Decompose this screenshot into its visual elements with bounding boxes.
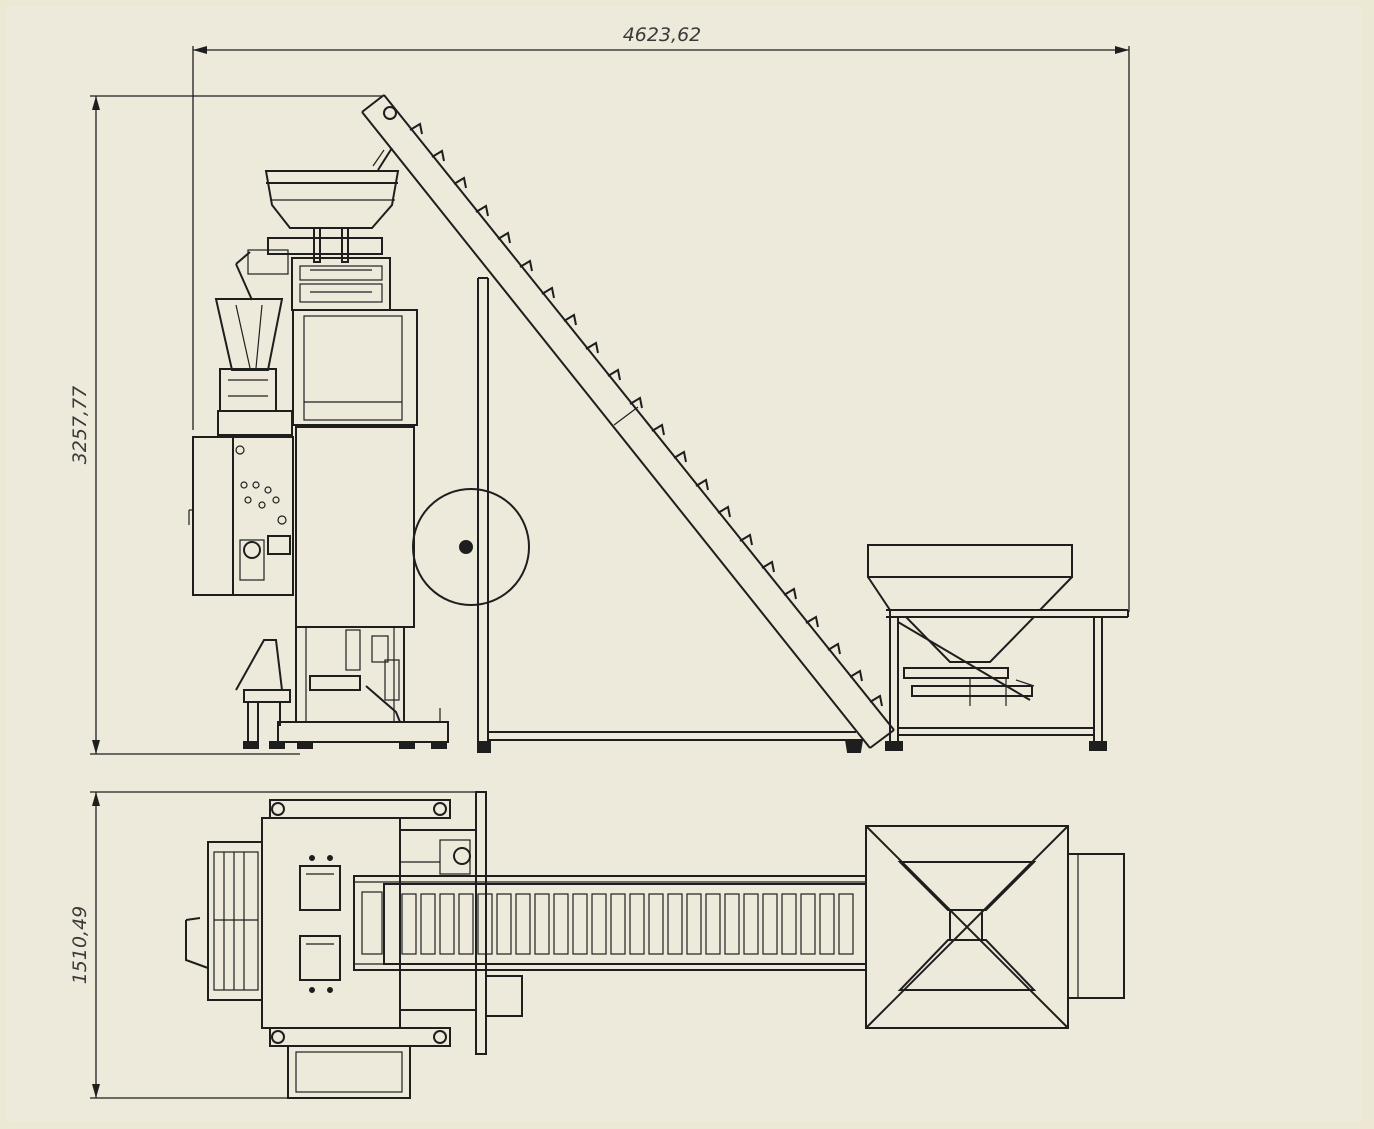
feed-hopper-plan bbox=[865, 825, 1125, 1029]
inclined-conveyor-elevation bbox=[361, 94, 895, 753]
dimension-width-label: 4623,62 bbox=[623, 24, 702, 46]
dimension-depth-label: 1510,49 bbox=[69, 906, 91, 985]
packaging-machine-elevation bbox=[188, 170, 530, 749]
feed-hopper-elevation bbox=[867, 544, 1129, 751]
dimension-overall-width: 4623,62 bbox=[192, 24, 1130, 612]
dimension-overall-height: 3257,77 bbox=[69, 95, 382, 755]
conveyor-plan bbox=[353, 875, 867, 971]
drawing-paper bbox=[6, 6, 1362, 1122]
conveyor-plan-slats bbox=[401, 893, 854, 955]
dimension-plan-depth: 1510,49 bbox=[69, 791, 480, 1099]
dimension-height-label: 3257,77 bbox=[69, 386, 91, 465]
conveyor-flights bbox=[409, 122, 883, 707]
packaging-machine-plan bbox=[185, 791, 523, 1099]
